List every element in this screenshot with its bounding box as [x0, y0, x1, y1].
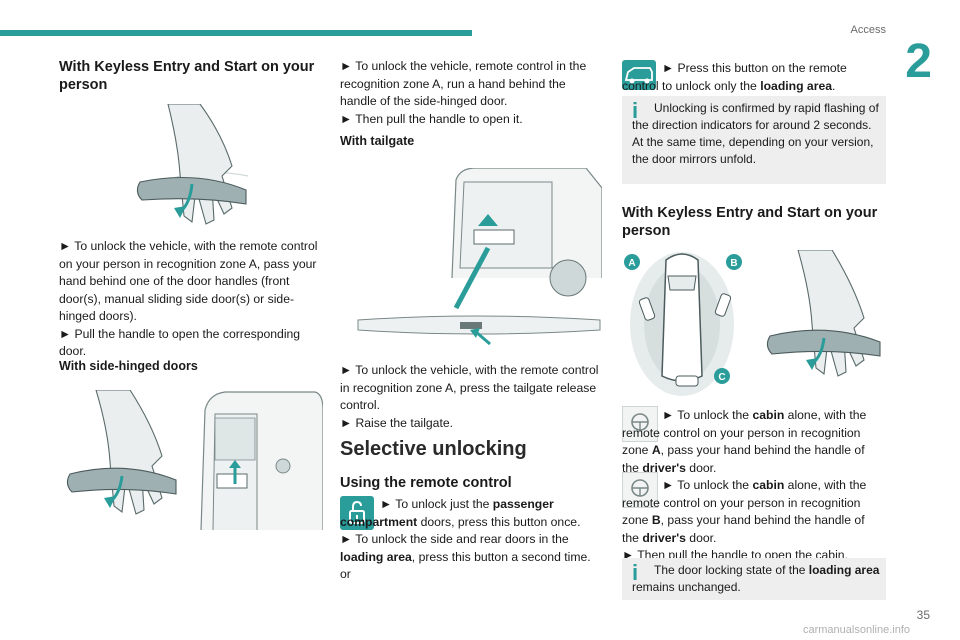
info-icon-2: i — [632, 560, 639, 585]
section-name: Access — [850, 24, 886, 36]
info-box-loading-area: i The door locking state of the loading … — [622, 558, 886, 600]
van-rear-side-hinged-doors-illustration — [195, 390, 323, 530]
col2-subheading-tailgate: With tailgate — [340, 134, 415, 148]
col3-instruction-cabin-a: ► To unlock the cabin alone, with the re… — [622, 408, 867, 475]
van-loading-area-button-icon — [622, 60, 656, 90]
recognition-zones-diagram: A B C — [622, 246, 748, 398]
col1-heading: With Keyless Entry and Start on your per… — [59, 59, 315, 93]
info-text-1: Unlocking is confirmed by rapid flashing… — [632, 101, 879, 132]
col2-or: or — [340, 567, 351, 581]
padlock-unlocked-button-icon — [340, 496, 374, 530]
info-text-2: At the same time, depending on your vers… — [632, 135, 874, 166]
steering-wheel-icon-2 — [622, 472, 658, 508]
zone-label-c: C — [718, 372, 725, 383]
col2-instruction-3: ► To unlock the vehicle, with the remote… — [340, 363, 599, 412]
info-icon: i — [632, 98, 639, 123]
col2-instruction-1: ► To unlock the vehicle, remote control … — [340, 59, 587, 108]
info-box-unlock-confirmation: i Unlocking is confirmed by rapid flashi… — [622, 96, 886, 184]
col1-subheading-side-hinged: With side-hinged doors — [59, 359, 198, 373]
subheading-remote-control: Using the remote control — [340, 475, 512, 491]
page-number: 35 — [916, 608, 930, 622]
header-accent-bar — [0, 30, 472, 36]
col2-instruction-2: ► Then pull the handle to open it. — [340, 111, 523, 126]
zone-label-a: A — [628, 258, 635, 269]
watermark: carmanualsonline.info — [802, 624, 910, 636]
hand-driver-door-handle-illustration — [762, 250, 884, 388]
section-title-selective-unlocking: Selective unlocking — [340, 438, 527, 460]
tailgate-release-illustration — [356, 168, 602, 358]
hand-side-hinged-handle-illustration — [66, 390, 178, 520]
col3-instruction-cabin-b: ► To unlock the cabin alone, with the re… — [622, 478, 867, 545]
col1-instruction-2: ► Pull the handle to open the correspond… — [59, 326, 301, 359]
chapter-number: 2 — [905, 35, 932, 88]
zone-label-b: B — [730, 258, 737, 269]
hand-door-handle-illustration — [128, 104, 252, 230]
col3-heading: With Keyless Entry and Start on your per… — [622, 205, 878, 239]
steering-wheel-icon — [622, 406, 658, 442]
col1-instruction-1: ► To unlock the vehicle, with the remote… — [59, 239, 318, 323]
col2-instruction-4: ► Raise the tailgate. — [340, 415, 454, 430]
